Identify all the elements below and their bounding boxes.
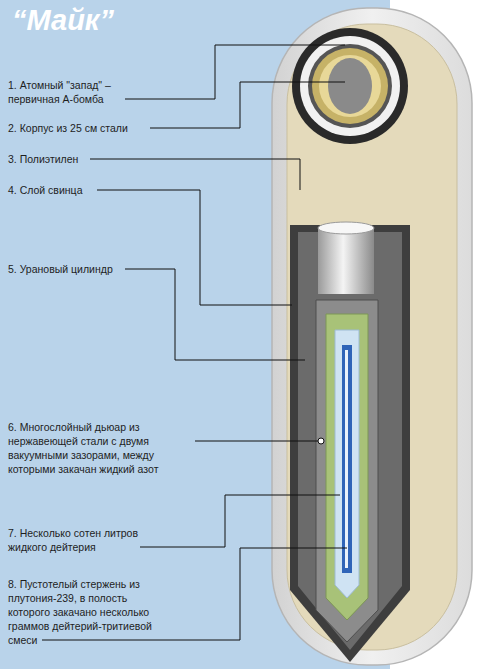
leader-line [195,441,318,442]
lead-layer [290,225,410,662]
callout-label: 6. Многослойный дьюар из нержавеющей ста… [8,420,170,476]
uranium-cap [318,228,374,294]
callout-label: 5. Урановый цилиндр [8,262,178,276]
diagram-title: “Майк” [12,4,114,37]
callout-label: 3. Полиэтилен [8,152,158,166]
primary-core [328,58,372,114]
primary-white-ring [300,36,400,136]
leader-line [97,190,292,305]
dewar [316,300,378,642]
uranium-cap-top [318,222,374,234]
primary-light-ring [319,55,381,117]
leader-line [125,269,305,360]
inner-vessel [335,330,359,598]
leader-line [140,495,340,547]
leader-line [90,159,300,190]
primary-dark-ring [308,44,392,128]
leader-dot [318,438,324,444]
callout-label: 8. Пустотелый стержень из плутония-239, … [8,577,168,647]
leader-line [125,45,345,99]
callout-label: 1. Атомный "запад" – первичная А-бомба [8,78,120,106]
rod-cavity [345,350,348,568]
background-panel [0,0,390,669]
callout-label: 2. Корпус из 25 см стали [8,121,178,135]
plutonium-rod [342,345,352,573]
callout-label: 4. Слой свинца [8,183,158,197]
primary-gold-ring [312,48,388,124]
polyethylene-layer [287,24,457,650]
callout-label: 7. Несколько сотен литров жидкого дейтер… [8,526,158,554]
liquid-deuterium [326,314,368,620]
steel-casing [272,8,472,665]
leader-line [150,82,345,128]
